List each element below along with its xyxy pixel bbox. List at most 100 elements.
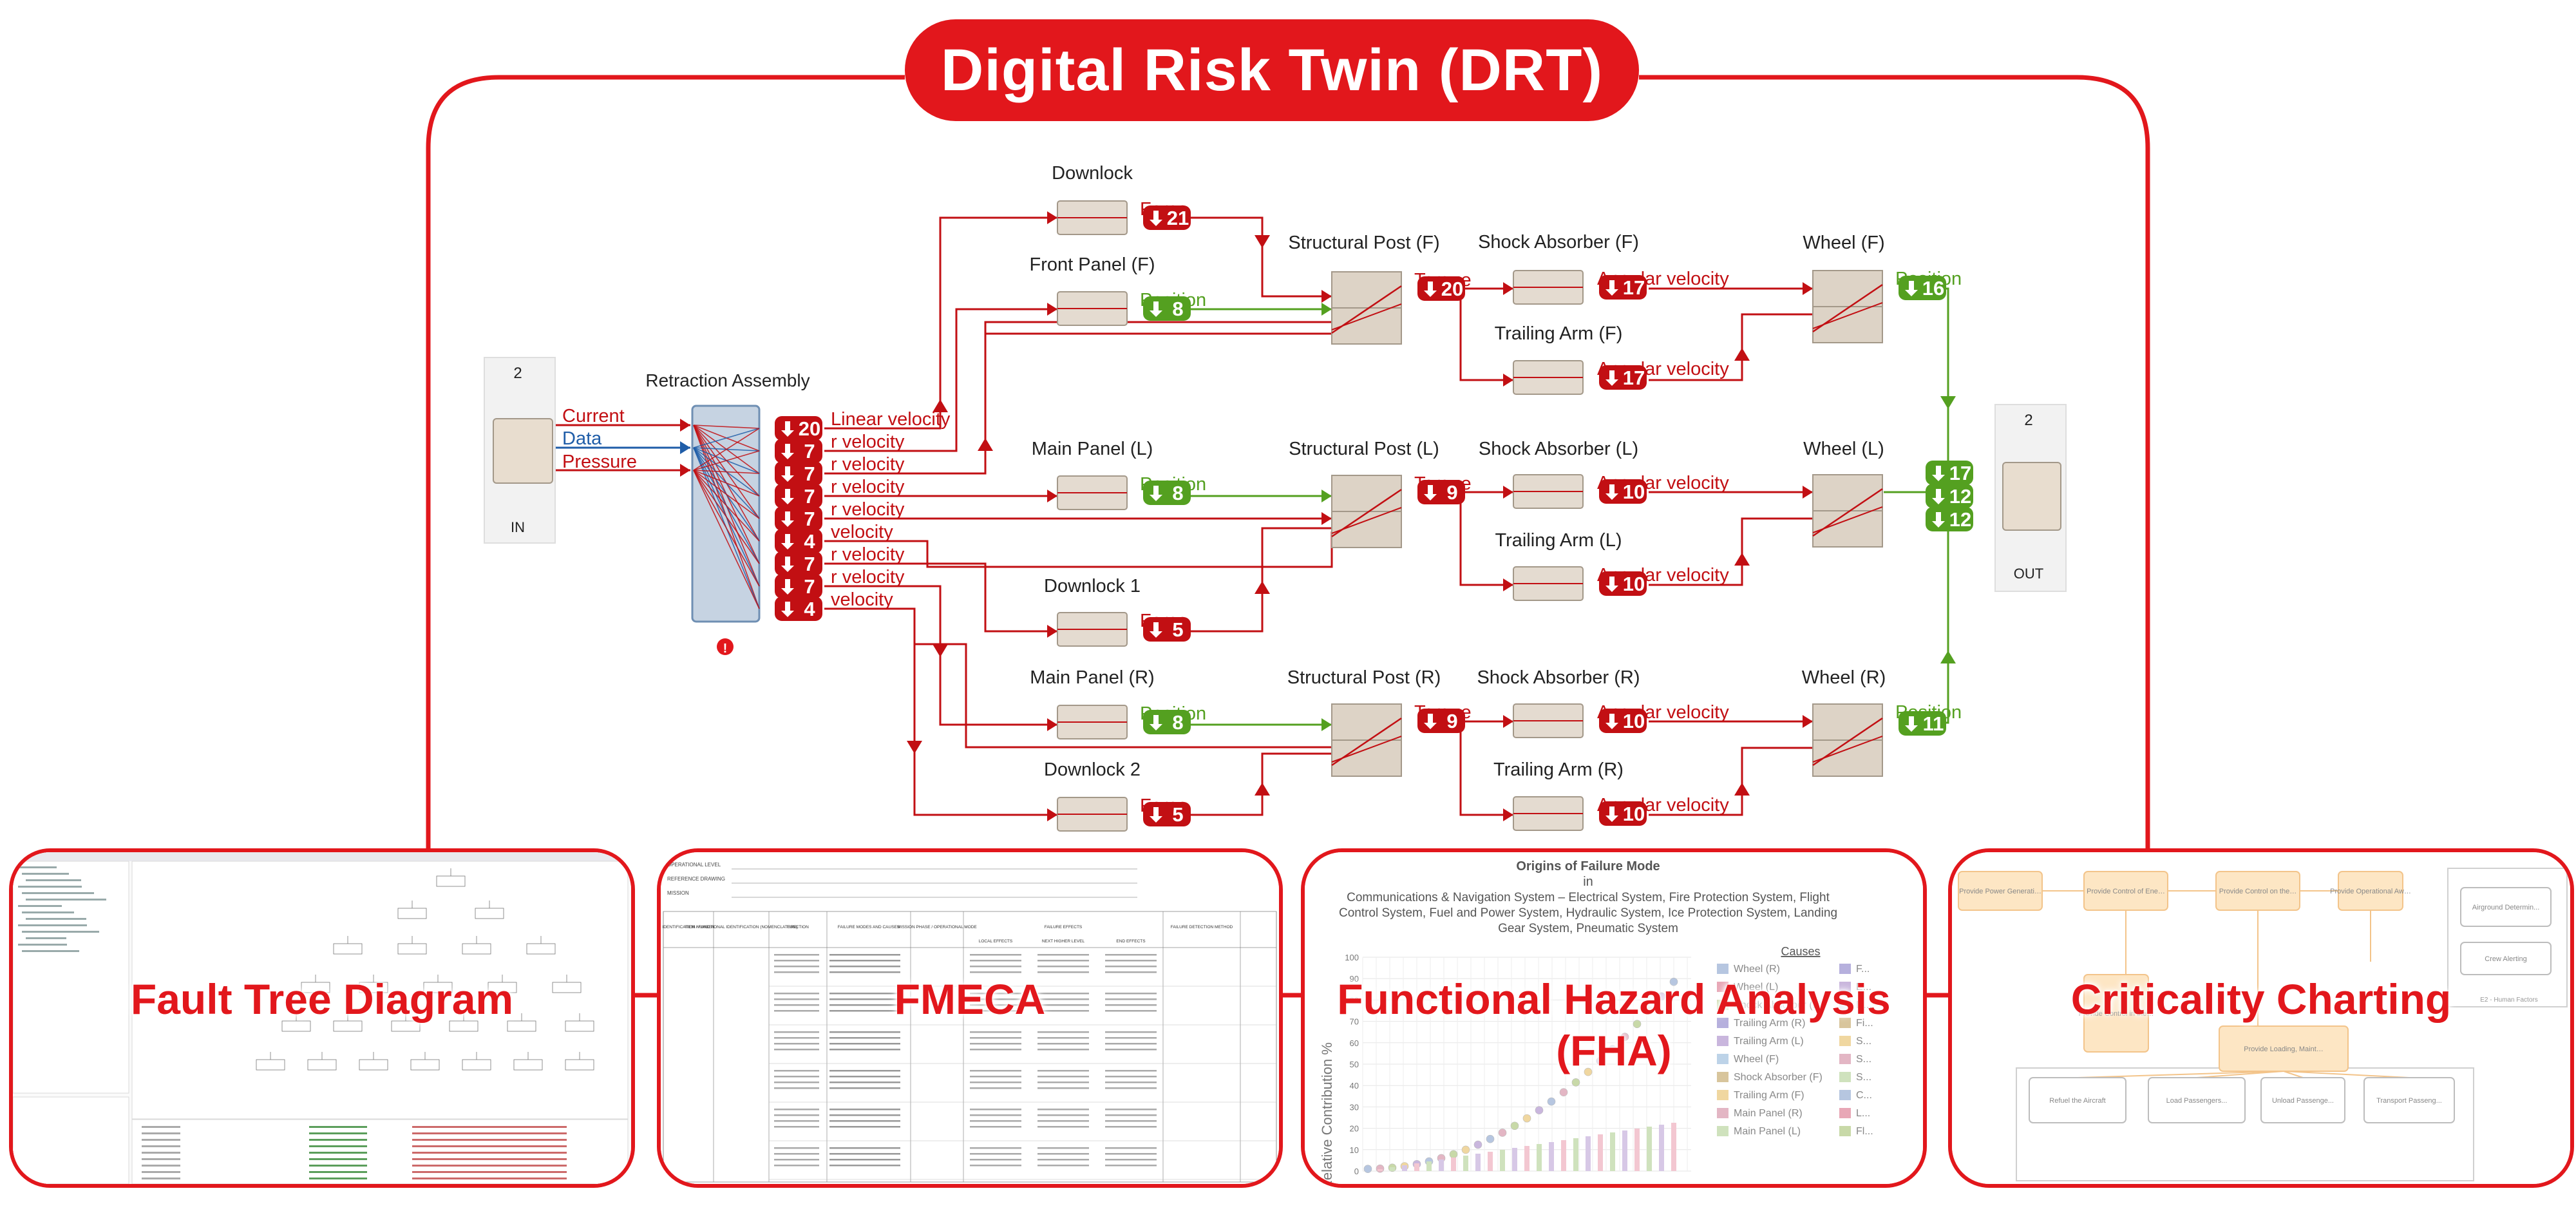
- struct-post-f-badge: 20: [1417, 276, 1465, 301]
- in-block-body[interactable]: [493, 418, 553, 484]
- fmeca-text-line: [829, 1159, 900, 1161]
- wire-feed-r: [914, 643, 1332, 749]
- fmeca-text-line: [970, 1070, 1021, 1072]
- component-shock-f[interactable]: [1513, 270, 1584, 305]
- arrowhead: [1047, 303, 1057, 316]
- drt-frame: [426, 75, 2150, 857]
- fha-ytick: 10: [1350, 1145, 1359, 1155]
- arrowhead: [1503, 486, 1513, 499]
- fmeca-text-line: [774, 1043, 819, 1045]
- fmeca-text-line: [1037, 1165, 1089, 1167]
- arrowhead: [933, 644, 948, 657]
- component-trail-l[interactable]: [1513, 566, 1584, 601]
- fault-tree-gate: [333, 943, 363, 955]
- component-wheel-r[interactable]: [1812, 703, 1883, 777]
- fmeca-text-line: [1105, 1037, 1157, 1039]
- fha-bar: [1426, 1161, 1432, 1171]
- component-main-panel-l[interactable]: [1057, 475, 1128, 510]
- component-trail-f[interactable]: [1513, 360, 1584, 395]
- fmeca-text-line: [1105, 1082, 1157, 1083]
- fmeca-text-line: [970, 1153, 1021, 1155]
- wire-post-trail-r: [1459, 721, 1513, 816]
- fha-point: [1449, 1150, 1458, 1159]
- fault-tree-gate: [462, 943, 491, 955]
- fha-point: [1535, 1106, 1544, 1114]
- component-main-panel-r[interactable]: [1057, 705, 1128, 739]
- downlock2-label: Downlock 2: [1044, 759, 1141, 780]
- arrowhead: [1047, 211, 1057, 224]
- component-downlock2[interactable]: [1057, 797, 1128, 832]
- fha-bar: [1451, 1158, 1456, 1171]
- fha-point: [1608, 1045, 1617, 1054]
- fmeca-text-line: [970, 1165, 1021, 1167]
- fmeca-effect-header: LOCAL EFFECTS: [979, 939, 1013, 944]
- badge-body: [775, 506, 822, 531]
- block-through-line: [1331, 736, 1402, 763]
- fmeca-text-line: [774, 966, 819, 968]
- struct-post-r[interactable]: [1331, 703, 1402, 777]
- fmeca-text-line: [829, 1010, 900, 1012]
- table-line: [412, 1158, 567, 1160]
- arrowhead: [1940, 396, 1956, 409]
- sheet-background: [661, 852, 1279, 1184]
- fmeca-text-line: [829, 993, 900, 995]
- crit-node-label: Crew Alerting: [2485, 955, 2526, 963]
- down-arrow-icon: [781, 466, 794, 482]
- table-line: [142, 1152, 180, 1154]
- fha-bar: [1524, 1146, 1530, 1171]
- component-wheel-f[interactable]: [1812, 270, 1883, 343]
- component-trail-r[interactable]: [1513, 796, 1584, 831]
- fmeca-text-line: [970, 1126, 1021, 1128]
- arrowhead: [1321, 512, 1332, 525]
- fha-legend-swatch: [1717, 1090, 1728, 1100]
- fault-tree-thumbnail: [13, 852, 631, 1184]
- badge-body: [1143, 617, 1191, 642]
- fmeca-text-line: [774, 993, 819, 995]
- component-downlock[interactable]: [1057, 200, 1128, 235]
- out-block-body[interactable]: [2002, 462, 2061, 531]
- badge-count: 20: [799, 417, 820, 440]
- fmeca-text-line: [1037, 954, 1089, 956]
- component-shock-r[interactable]: [1513, 703, 1584, 738]
- crit-node-label: Load Passengers...: [2166, 1097, 2228, 1105]
- fha-legend-entry: Shock Absorber (F): [1734, 1072, 1823, 1083]
- component-front-panel[interactable]: [1057, 291, 1128, 326]
- component-shock-l[interactable]: [1513, 474, 1584, 509]
- retraction-badge: 7: [775, 506, 822, 531]
- badge-count: 9: [1446, 481, 1457, 504]
- fha-bar: [1378, 1169, 1383, 1171]
- badge-count: 5: [1172, 803, 1183, 826]
- crit-node-label: Provide Control on the…: [2219, 888, 2297, 895]
- fmeca-text-line: [1037, 1153, 1089, 1155]
- fmeca-text-line: [829, 1120, 900, 1122]
- fha-thumbnail: Origins of Failure ModeinCommunications …: [1305, 852, 1923, 1184]
- crit-node: [2460, 942, 2552, 975]
- wheel-f-label: Wheel (F): [1803, 233, 1884, 253]
- component-wheel-l[interactable]: [1812, 474, 1883, 548]
- fmeca-text-line: [1037, 1120, 1089, 1122]
- badge-count: 9: [1446, 710, 1457, 732]
- crit-node: [2083, 871, 2168, 911]
- fha-point: [1522, 1114, 1531, 1123]
- panel-fault-tree[interactable]: Fault Tree Diagram: [9, 848, 635, 1188]
- wire-r2: [824, 308, 1057, 452]
- struct-post-f-label: Structural Post (F): [1288, 233, 1439, 253]
- fmeca-text-line: [1037, 1004, 1089, 1006]
- wire-post-trail-l: [1459, 492, 1513, 586]
- bundle-line: [693, 450, 760, 471]
- struct-post-l[interactable]: [1331, 475, 1402, 548]
- fmeca-header-row: MISSION: [667, 890, 689, 896]
- component-downlock1[interactable]: [1057, 612, 1128, 647]
- crit-node-label: Provide Control in the…: [2079, 1010, 2154, 1018]
- fmeca-text-line: [829, 1153, 900, 1155]
- bundle-line: [693, 470, 760, 609]
- crit-node: [2083, 974, 2149, 1053]
- fmeca-text-line: [970, 1087, 1021, 1089]
- port-data: Data: [562, 428, 602, 449]
- fha-ytick: 90: [1350, 974, 1359, 984]
- struct-post-f[interactable]: [1331, 271, 1402, 345]
- crit-node: [2148, 1077, 2246, 1123]
